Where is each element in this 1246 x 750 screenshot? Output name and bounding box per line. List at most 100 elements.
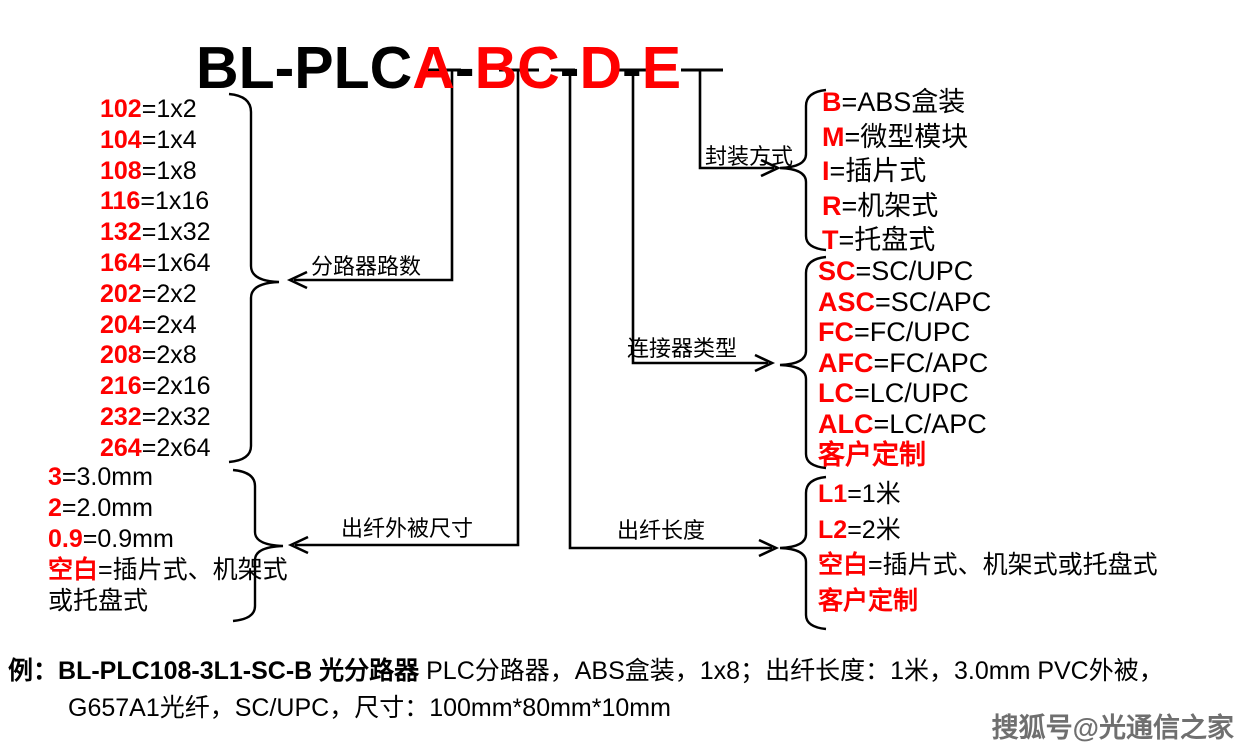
package-type-list: B=ABS盒装 M=微型模块 I=插片式 R=机架式 T=托盘式 (822, 85, 968, 258)
code-text: 2 (48, 494, 62, 522)
title-segment: - (622, 34, 642, 101)
value-text: =SC/UPC (855, 256, 974, 286)
code-text: B (822, 87, 842, 117)
sohu-watermark: 搜狐号@光通信之家 (991, 713, 1234, 743)
title-segment: BL-PLC (196, 34, 413, 101)
code-text: 客户定制 (818, 586, 919, 615)
code-text: SC (818, 256, 856, 286)
code-text: 空白 (818, 551, 869, 579)
label-package-type: 封装方式 (705, 144, 794, 169)
title-segment: E (641, 34, 682, 101)
list-item: L2=2米 (818, 513, 1158, 549)
value-text: =2x64 (141, 433, 211, 462)
line-e-package (698, 70, 774, 170)
title-segment: A (412, 34, 455, 101)
list-item: 空白=插片式、机架式或托盘式 (818, 548, 1158, 584)
value-text: =1x64 (141, 248, 211, 277)
code-text: 3 (48, 463, 62, 491)
code-text: 264 (100, 433, 142, 462)
title-segment: - (559, 34, 580, 101)
code-text: 0.9 (48, 525, 83, 553)
code-text: FC (818, 317, 854, 348)
code-text: I (822, 156, 830, 187)
value-text: =1x16 (140, 187, 210, 216)
list-item: ASC=SC/APC (818, 287, 991, 318)
code-text: R (822, 190, 842, 221)
list-item: 客户定制 (818, 440, 991, 471)
value-text: =LC/UPC (854, 378, 969, 409)
label-connector-type: 连接器类型 (627, 336, 738, 361)
value-text: =FC/APC (873, 347, 989, 378)
list-item: SC=SC/UPC (818, 256, 991, 287)
value-text: =1x32 (141, 218, 211, 247)
label-splitter-ways: 分路器路数 (311, 254, 422, 279)
value-text: =0.9mm (82, 525, 174, 553)
arrow-right-package (760, 158, 782, 178)
list-item: 116=1x16 (100, 186, 211, 217)
code-text: 204 (100, 310, 142, 339)
list-item: T=托盘式 (822, 223, 968, 258)
fiber-length-list: L1=1米 L2=2米 空白=插片式、机架式或托盘式 客户定制 (818, 477, 1158, 619)
code-text: 232 (100, 402, 142, 431)
code-text: 208 (100, 341, 142, 370)
value-text: =2x4 (141, 310, 197, 339)
value-text: =2x32 (141, 402, 211, 431)
code-text: 116 (100, 187, 141, 216)
title-segment: - (454, 34, 475, 101)
example-line2: G657A1光纤，SC/UPC，尺寸：100mm*80mm*10mm (68, 694, 671, 722)
list-item: I=插片式 (822, 154, 968, 189)
value-text: =1米 (847, 480, 901, 508)
list-item: AFC=FC/APC (818, 348, 991, 379)
arrow-right-connector (754, 353, 776, 373)
example-prefix: 例： (8, 657, 59, 685)
example-product-code: BL-PLC108-3L1-SC-B 光分路器 (58, 657, 420, 685)
title-segment: BC (474, 34, 560, 101)
code-text: T (822, 225, 839, 256)
value-text: =1x4 (141, 125, 197, 154)
code-text: 108 (100, 156, 142, 185)
list-item: 2=2.0mm (48, 493, 296, 524)
brace-ways (228, 92, 280, 464)
value-text: =托盘式 (838, 225, 936, 256)
value-text: =3.0mm (61, 463, 153, 491)
list-item: 216=2x16 (100, 371, 211, 402)
list-item: 108=1x8 (100, 156, 211, 187)
value-text: =2x8 (141, 341, 197, 370)
value-text: =FC/UPC (854, 317, 971, 348)
code-text: 132 (100, 218, 142, 247)
list-item: FC=FC/UPC (818, 317, 991, 348)
braces (228, 88, 827, 631)
example-block: 例：BL-PLC108-3L1-SC-B 光分路器 PLC分路器，ABS盒装，1… (8, 653, 1164, 727)
value-text: =2米 (847, 515, 901, 544)
list-item: 204=2x4 (100, 310, 211, 341)
code-text: L2 (818, 515, 848, 544)
value-text: =插片式、机架式或托盘式 (48, 556, 288, 615)
code-text: 216 (100, 372, 142, 401)
title-segment: D (579, 34, 623, 101)
code-text: ASC (818, 286, 876, 317)
label-jacket-size: 出纤外被尺寸 (341, 516, 474, 541)
code-text: 102 (100, 95, 142, 123)
list-item: 202=2x2 (100, 279, 211, 310)
code-text: ALC (818, 408, 874, 439)
code-text: M (822, 121, 845, 152)
brace-connector (779, 255, 827, 470)
list-item: 客户定制 (818, 584, 1158, 620)
line-b-jacket (295, 70, 520, 547)
connector-lines (294, 70, 774, 550)
list-item: B=ABS盒装 (822, 85, 968, 120)
brace-package (779, 88, 827, 252)
list-item: 3=3.0mm (48, 462, 296, 493)
code-text: L1 (818, 480, 848, 508)
list-item: 164=1x64 (100, 248, 211, 279)
list-item: 264=2x64 (100, 433, 211, 464)
list-item: 0.9=0.9mm (48, 524, 296, 555)
arrow-right-length (758, 538, 780, 558)
arrowheads (286, 158, 782, 558)
code-text: 客户定制 (818, 439, 926, 470)
value-text: =ABS盒装 (841, 87, 966, 117)
list-item: 104=1x4 (100, 125, 211, 156)
line-a-ways (294, 70, 454, 282)
list-item: 空白=插片式、机架式或托盘式 (48, 555, 296, 617)
